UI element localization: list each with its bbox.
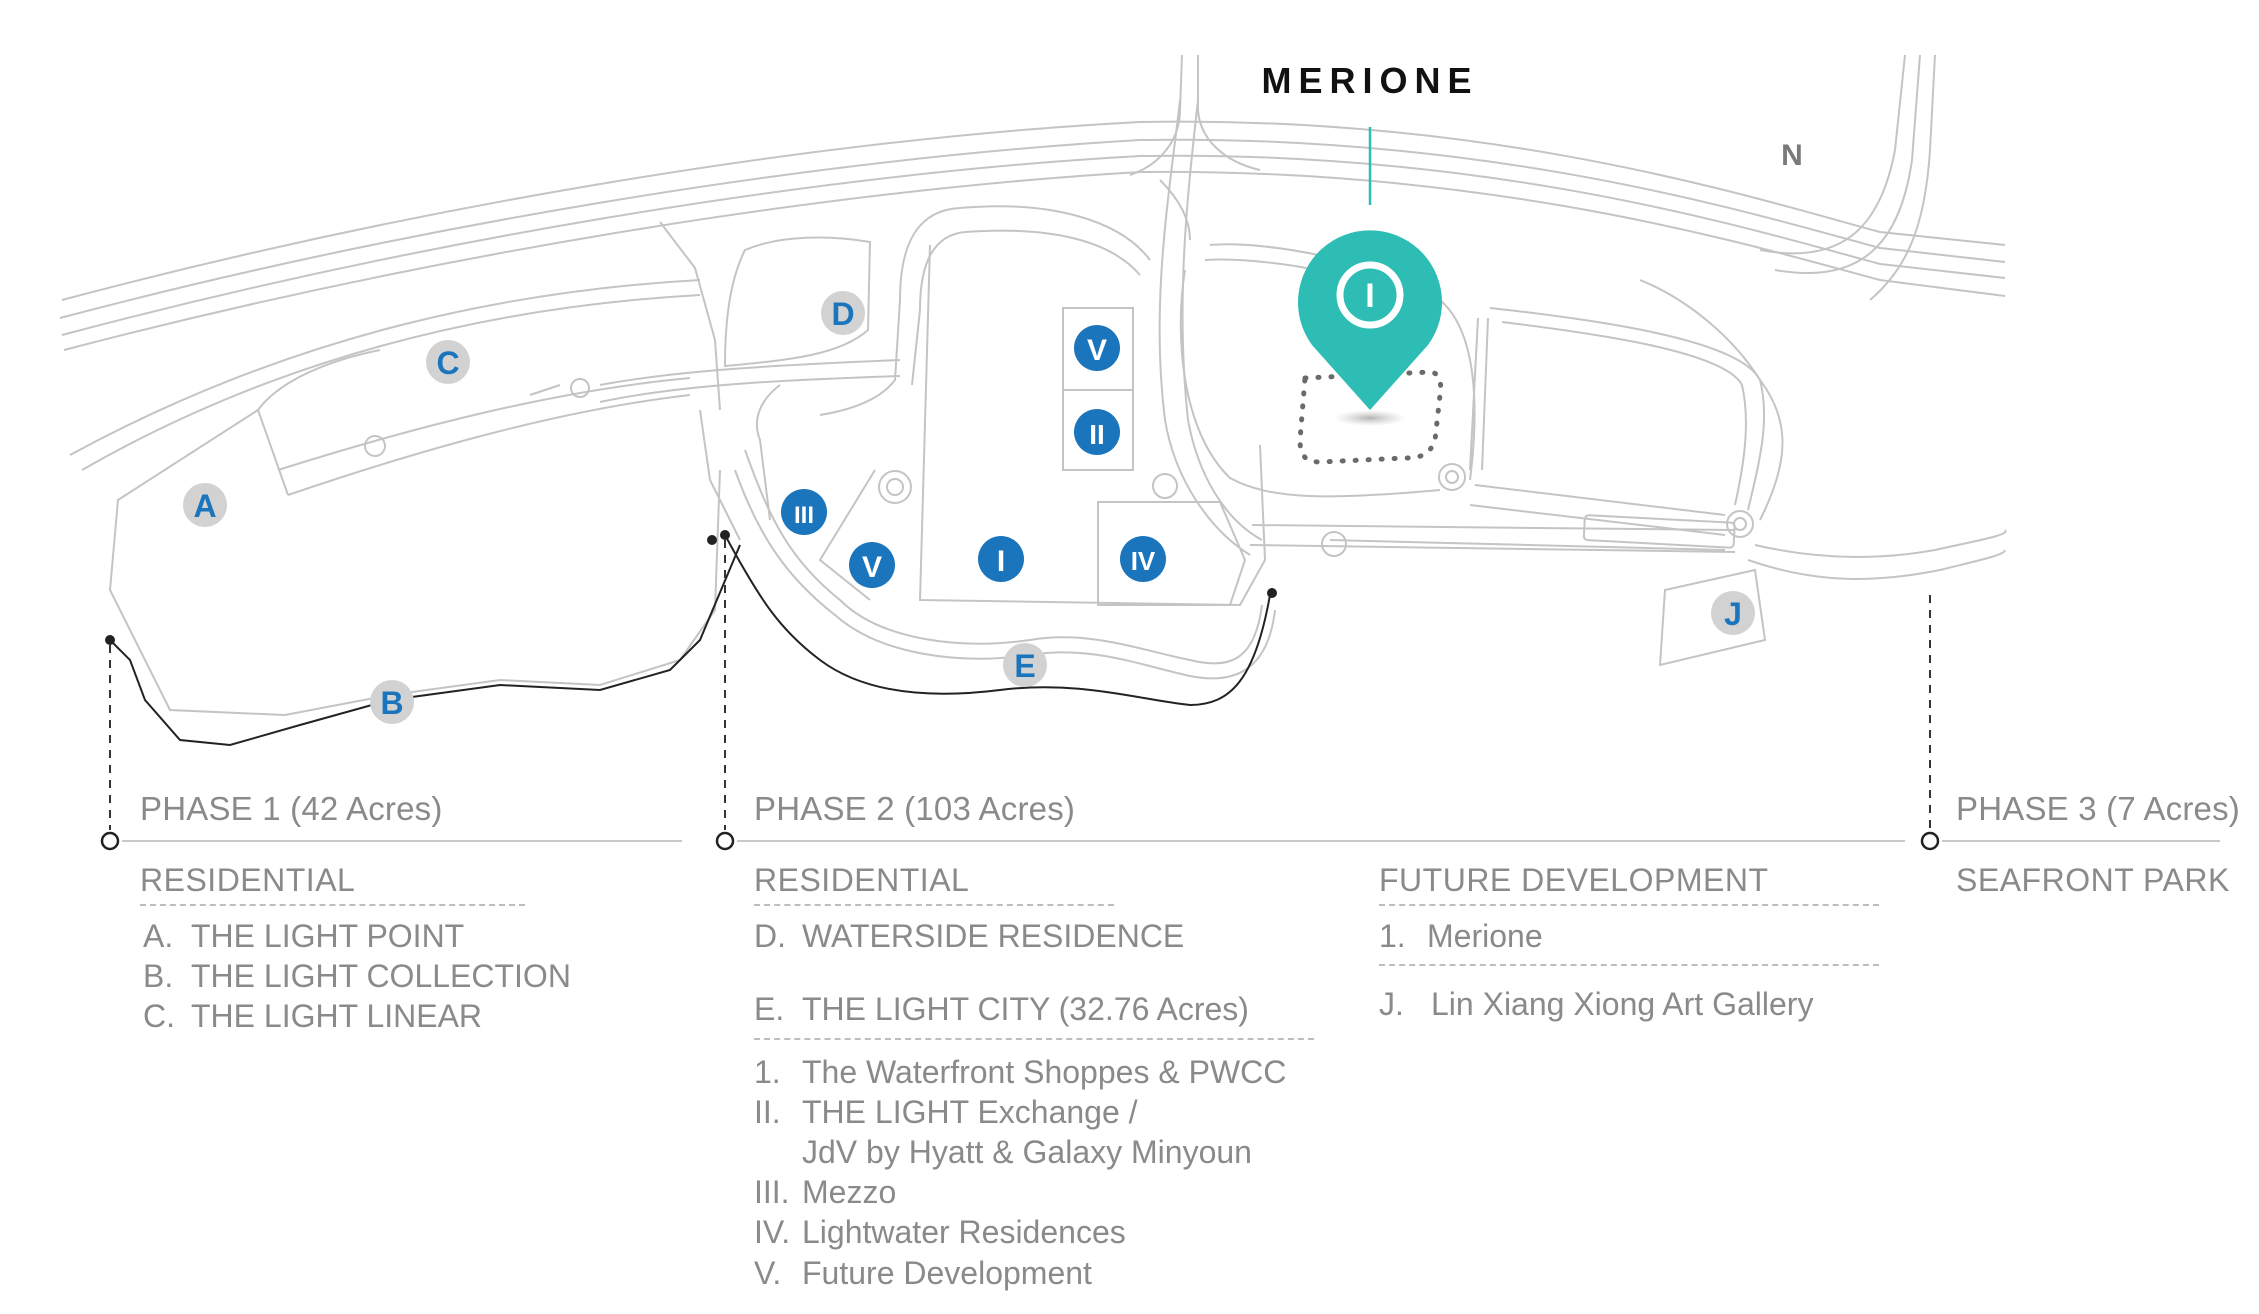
badge-iv: IV: [1120, 536, 1166, 582]
badge-i: I: [978, 536, 1024, 582]
phase2-rule: [737, 840, 1905, 842]
svg-text:I: I: [997, 545, 1005, 578]
badge-v-top: V: [1074, 325, 1120, 371]
svg-text:IV: IV: [1131, 546, 1156, 576]
badge-v-bottom: V: [849, 542, 895, 588]
phase2-e-divider: [754, 1038, 1314, 1040]
phase2-sub-item-ii-cont: JdV by Hyatt & Galaxy Minyoun: [802, 1134, 1252, 1170]
phase2-sub-item-ii: II.THE LIGHT Exchange /: [754, 1094, 1138, 1130]
merione-logo: MERIONE: [1261, 60, 1478, 101]
svg-text:D: D: [831, 296, 854, 332]
phase2-sub-item-1: 1.The Waterfront Shoppes & PWCC: [754, 1054, 1287, 1090]
badge-e: E: [1003, 643, 1047, 687]
phase-markers: [100, 831, 1940, 851]
phase1-rule: [122, 840, 682, 842]
merione-site-outline: [1297, 369, 1444, 465]
pin-label: I: [1365, 277, 1374, 315]
phase3-title: PHASE 3 (7 Acres): [1956, 790, 2240, 827]
grey-badges: A B C D E J: [183, 291, 1755, 724]
future-item-1: 1.Merione: [1379, 918, 1543, 954]
future-item-divider: [1379, 964, 1879, 966]
phase2-sub-item-iv: IV.Lightwater Residences: [754, 1214, 1126, 1250]
svg-text:B: B: [380, 685, 403, 721]
road-network: [59, 54, 2007, 717]
phase2-item-d: D.WATERSIDE RESIDENCE: [754, 918, 1185, 954]
pin-shadow: [1334, 410, 1406, 426]
merione-location-pin: [1298, 230, 1442, 410]
badge-b: B: [370, 680, 414, 724]
svg-text:J: J: [1724, 596, 1742, 632]
badge-iii: III: [781, 489, 827, 535]
badge-c: C: [426, 340, 470, 384]
phase3-marker: [1920, 831, 1940, 851]
phase1-item-a: A.THE LIGHT POINT: [143, 918, 465, 954]
phase2-section: RESIDENTIAL: [754, 862, 970, 898]
future-section: FUTURE DEVELOPMENT: [1379, 862, 1769, 898]
phase1-item-c: C.THE LIGHT LINEAR: [143, 998, 483, 1034]
svg-text:V: V: [862, 551, 882, 584]
phase1-item-b: B.THE LIGHT COLLECTION: [143, 958, 571, 994]
north-indicator: N: [1781, 139, 1803, 172]
future-section-divider: [1379, 904, 1879, 906]
phase1-section-divider: [140, 904, 525, 906]
badge-a: A: [183, 483, 227, 527]
future-item-j: J.Lin Xiang Xiong Art Gallery: [1379, 986, 1814, 1022]
phase-connectors: [109, 540, 1931, 830]
phase3-section: SEAFRONT PARK: [1956, 862, 2230, 898]
blue-badges: V II III V I IV: [781, 325, 1166, 588]
badge-d: D: [821, 291, 865, 335]
svg-text:A: A: [193, 488, 216, 524]
phase2-title: PHASE 2 (103 Acres): [754, 790, 1076, 827]
svg-text:E: E: [1014, 648, 1035, 684]
svg-text:C: C: [436, 345, 459, 381]
phase2-marker: [715, 831, 735, 851]
phase2-sub-item-v: V.Future Development: [754, 1255, 1092, 1291]
badge-j: J: [1711, 591, 1755, 635]
phase2-item-e: E.THE LIGHT CITY (32.76 Acres): [754, 991, 1249, 1027]
phase1-title: PHASE 1 (42 Acres): [140, 790, 443, 827]
phase1-section: RESIDENTIAL: [140, 862, 356, 898]
site-boundaries: [105, 530, 1277, 747]
phase2-sub-item-iii: III.Mezzo: [754, 1174, 897, 1210]
pin-ring: [1336, 261, 1404, 329]
badge-ii: II: [1074, 409, 1120, 455]
phase2-section-divider: [754, 904, 1114, 906]
phase1-marker: [100, 831, 120, 851]
svg-text:III: III: [794, 502, 814, 529]
svg-text:II: II: [1089, 419, 1105, 450]
svg-text:V: V: [1087, 334, 1107, 367]
phase3-rule: [1942, 840, 2220, 842]
